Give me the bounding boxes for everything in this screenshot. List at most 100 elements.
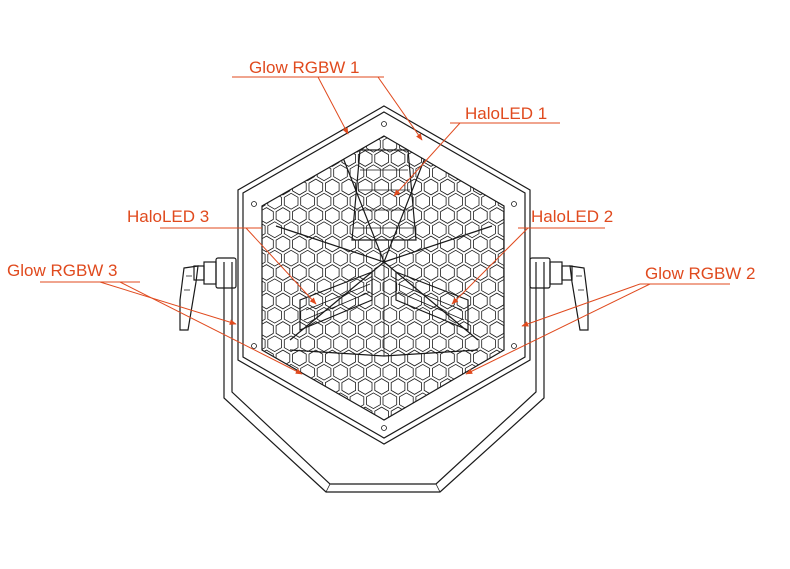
honeycomb-cell (449, 421, 463, 437)
honeycomb-cell (262, 278, 266, 296)
honeycomb-cell (464, 306, 480, 324)
honeycomb-cell (506, 208, 520, 224)
honeycomb-cell (481, 335, 496, 353)
honeycomb-cell (489, 207, 504, 224)
honeycomb-cell (333, 306, 348, 324)
honeycomb-cell (399, 392, 414, 410)
honeycomb-cell (262, 136, 266, 153)
honeycomb-cell (482, 421, 496, 437)
honeycomb-cell (243, 379, 257, 395)
honeycomb-cell (374, 207, 389, 224)
honeycomb-cell (366, 164, 381, 182)
honeycomb-cell (267, 278, 282, 296)
honeycomb-cell (308, 321, 324, 338)
honeycomb-cell (481, 306, 496, 324)
honeycomb-cell (390, 321, 406, 338)
honeycomb-cell (366, 221, 381, 239)
honeycomb-cell (333, 164, 348, 182)
honeycomb-cell (489, 321, 504, 338)
honeycomb-cell (350, 421, 364, 437)
honeycomb-cell (448, 335, 463, 353)
honeycomb-cell (341, 207, 357, 224)
honeycomb-cell (267, 306, 282, 324)
reflector-details (275, 149, 493, 357)
honeycomb-cell (473, 235, 488, 253)
honeycomb-cell (300, 278, 315, 296)
honeycomb-cell (300, 392, 315, 410)
honeycomb-cell (292, 321, 307, 338)
honeycomb-cell (390, 235, 406, 253)
honeycomb-cell (243, 179, 257, 195)
honeycomb-cell (440, 178, 455, 196)
honeycomb-cell (481, 136, 496, 153)
honeycomb-cell (308, 406, 324, 420)
honeycomb-cell (262, 249, 266, 267)
honeycomb-cell (267, 136, 282, 153)
honeycomb-cell (333, 335, 348, 353)
honeycomb-cell (334, 421, 348, 437)
honeycomb-cell (316, 249, 332, 267)
honeycomb-cell (262, 392, 266, 410)
honeycomb-cell (243, 208, 257, 224)
honeycomb-cell (506, 379, 520, 395)
honeycomb-cell (284, 421, 298, 437)
honeycomb-cell (431, 164, 447, 182)
honeycomb-cell (399, 249, 414, 267)
honeycomb-cell (399, 335, 414, 353)
honeycomb-cell (423, 321, 439, 338)
honeycomb-cell (366, 192, 381, 210)
honeycomb-cell (349, 221, 365, 239)
honeycomb-cell (374, 378, 389, 395)
label-glow-rgbw-2: Glow RGBW 2 (645, 264, 756, 283)
honeycomb-cell (357, 321, 373, 338)
honeycomb-cell (390, 207, 406, 224)
honeycomb-cell (481, 221, 496, 239)
honeycomb-cell (262, 321, 274, 338)
honeycomb-cell (423, 292, 439, 310)
honeycomb-cell (366, 392, 381, 410)
honeycomb-cell (283, 392, 299, 410)
honeycomb-cell (399, 278, 414, 296)
honeycomb-cell (481, 392, 496, 410)
callout-arrow (119, 281, 303, 375)
honeycomb-cell (415, 249, 431, 267)
honeycomb-cell (316, 363, 332, 381)
honeycomb-cell (262, 306, 266, 324)
honeycomb-cell (357, 378, 373, 395)
honeycomb-cell (407, 321, 422, 338)
honeycomb-cell (473, 136, 488, 139)
honeycomb-cell (382, 192, 398, 210)
honeycomb-cell (275, 406, 291, 420)
honeycomb-cell (473, 321, 488, 338)
honeycomb-cell (317, 421, 331, 437)
callout-arrow (521, 283, 641, 327)
yoke-bracket (223, 262, 545, 493)
honeycomb-cell (366, 278, 381, 296)
honeycomb-cell (262, 264, 274, 281)
honeycomb-cell (300, 164, 315, 182)
honeycomb-cell (262, 292, 274, 310)
honeycomb-cell (275, 207, 291, 224)
honeycomb-cell (415, 221, 431, 239)
honeycomb-cell (366, 363, 381, 381)
honeycomb-cell (382, 221, 398, 239)
honeycomb-cell (415, 192, 431, 210)
honeycomb-cell (349, 392, 365, 410)
callout-arrow (393, 122, 461, 197)
honeycomb-cell (431, 249, 447, 267)
honeycomb-cell (308, 136, 324, 139)
honeycomb-cell (262, 192, 266, 210)
honeycomb-cell (333, 249, 348, 267)
honeycomb-cell (243, 293, 257, 309)
honeycomb-cell (267, 335, 282, 353)
honeycomb-cell (262, 136, 274, 139)
honeycomb-cell (374, 321, 389, 338)
honeycomb-cell (489, 378, 504, 395)
honeycomb-cell (292, 264, 307, 281)
honeycomb-cell (341, 264, 357, 281)
honeycomb-cell (489, 406, 504, 420)
honeycomb-cell (324, 150, 340, 167)
honeycomb-cell (262, 378, 274, 395)
honeycomb-cell (497, 306, 504, 324)
